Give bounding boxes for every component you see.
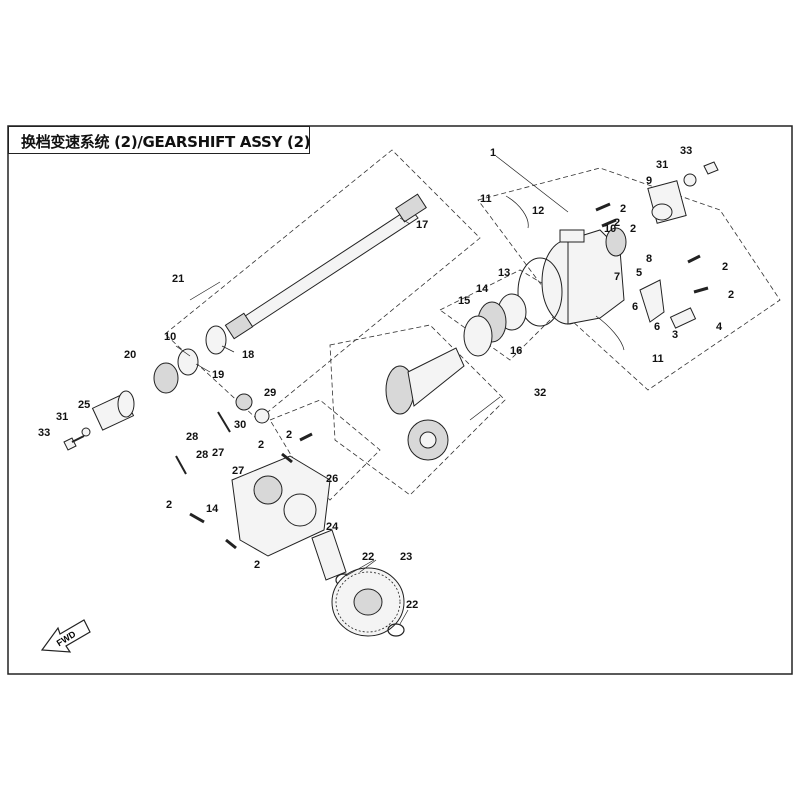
callout-2: 2 — [258, 439, 264, 451]
diagram-frame — [7, 125, 793, 675]
callout-11: 11 — [480, 193, 492, 205]
washer-31-left — [81, 427, 91, 437]
callout-2: 2 — [614, 217, 620, 229]
callout-11: 11 — [652, 353, 664, 365]
oil-seal-20 — [153, 362, 179, 394]
callout-2: 2 — [722, 261, 728, 273]
callout-4: 4 — [716, 321, 723, 333]
washer-31-right — [683, 173, 697, 187]
callout-6: 6 — [654, 321, 660, 333]
housing-group-boundary — [477, 167, 781, 391]
callout-22: 22 — [406, 599, 418, 611]
ring-16 — [463, 315, 493, 357]
callout-28: 28 — [186, 431, 198, 443]
callout-2: 2 — [254, 559, 260, 571]
callout-12: 12 — [532, 205, 544, 217]
callout-33: 33 — [38, 427, 50, 439]
bolt-2-left-b — [189, 512, 205, 524]
callout-27: 27 — [212, 447, 224, 459]
callout-31: 31 — [56, 411, 68, 423]
callout-32: 32 — [534, 387, 546, 399]
callout-31: 31 — [656, 159, 668, 171]
leader-lines — [175, 155, 569, 625]
o-ring-13 — [517, 257, 563, 327]
callout-2: 2 — [620, 203, 626, 215]
bolt-2-right-a — [595, 202, 611, 212]
bolt-2-left-d — [281, 452, 293, 464]
callout-23: 23 — [400, 551, 412, 563]
seal-29 — [235, 393, 253, 411]
callout-30: 30 — [234, 419, 246, 431]
callout-16: 16 — [510, 345, 522, 357]
callout-28: 28 — [196, 449, 208, 461]
bevel-gear — [407, 419, 449, 461]
callout-24: 24 — [326, 521, 339, 533]
callout-20: 20 — [124, 349, 136, 361]
callout-26: 26 — [326, 473, 338, 485]
fwd-arrow-icon: FWD — [40, 619, 91, 653]
callout-9: 9 — [646, 175, 652, 187]
callout-6: 6 — [632, 301, 638, 313]
oil-seal-8 — [605, 227, 627, 257]
bolt-28-a — [217, 411, 231, 433]
callout-labels: 1 2 2 2 2 2 2 2 2 2 3 4 5 6 6 7 8 9 10 1… — [38, 145, 734, 611]
shift-arm-5 — [639, 279, 665, 323]
callout-3: 3 — [672, 329, 678, 341]
callout-29: 29 — [264, 387, 276, 399]
callout-14: 14 — [476, 283, 489, 295]
callout-21: 21 — [172, 273, 184, 285]
bolt-33-left — [63, 435, 85, 451]
bolt-2-right-c — [693, 286, 709, 294]
callout-2: 2 — [728, 289, 734, 301]
diagram-title: 换档变速系统 (2)/GEARSHIFT ASSY (2) — [21, 133, 311, 151]
bolt-33-right — [703, 161, 719, 175]
callout-33: 33 — [680, 145, 692, 157]
clip-11-top — [505, 195, 529, 229]
countershaft-24 — [311, 529, 347, 581]
driven-gear-23 — [331, 567, 405, 637]
bevel-pinion-32 — [385, 347, 465, 415]
cap-9 — [647, 180, 687, 224]
callout-17: 17 — [416, 219, 428, 231]
bolt-2-right-d — [601, 218, 617, 228]
callout-10: 10 — [604, 223, 616, 235]
washer-29 — [254, 408, 270, 424]
sensor-3-4 — [669, 307, 697, 329]
callout-2: 2 — [166, 499, 172, 511]
clip-11-bottom — [595, 315, 625, 351]
callout-18: 18 — [242, 349, 254, 361]
bolt-2-left-c — [225, 538, 237, 550]
output-shaft — [224, 193, 427, 340]
bolt-2-right-b — [687, 254, 701, 264]
gear-case-26 — [231, 455, 331, 557]
title-box: 换档变速系统 (2)/GEARSHIFT ASSY (2) — [8, 126, 311, 154]
callout-13: 13 — [498, 267, 510, 279]
callout-5: 5 — [636, 267, 642, 279]
callout-19: 19 — [212, 369, 224, 381]
callout-7: 7 — [614, 271, 620, 283]
callout-2: 2 — [286, 429, 292, 441]
bolt-28-b — [175, 455, 187, 475]
callout-1: 1 — [490, 147, 496, 159]
shaft-group-boundary — [164, 149, 481, 421]
callout-15: 15 — [458, 295, 470, 307]
callout-25: 25 — [78, 399, 90, 411]
callout-10: 10 — [164, 331, 176, 343]
callout-27: 27 — [232, 465, 244, 477]
bevel-gear-group-boundary — [329, 324, 506, 496]
case-group-boundary — [269, 399, 381, 501]
callout-2: 2 — [630, 223, 636, 235]
coupler-25 — [91, 390, 135, 431]
callout-8: 8 — [646, 253, 652, 265]
callout-14: 14 — [206, 503, 219, 515]
bolt-2-left-a — [299, 432, 313, 442]
seal-19 — [177, 348, 199, 376]
callout-22: 22 — [362, 551, 374, 563]
bearing-18 — [205, 325, 227, 355]
circlip-22-b — [387, 623, 405, 637]
